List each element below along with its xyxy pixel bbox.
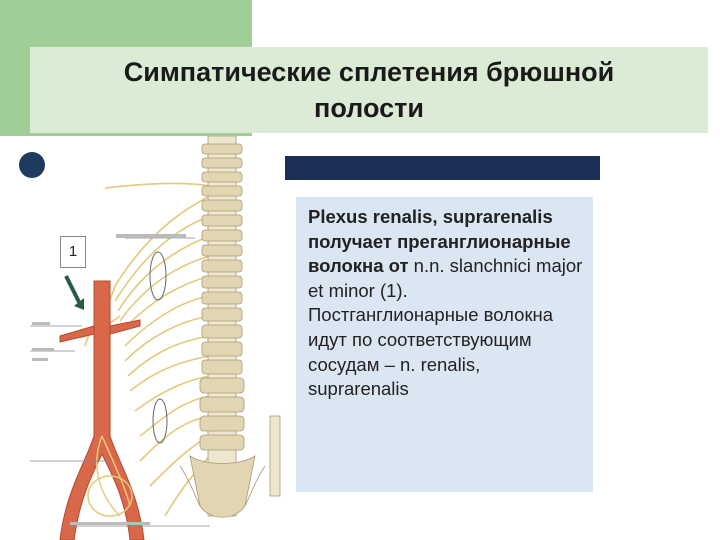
title-bar: Симпатические сплетения брюшной полости xyxy=(30,47,708,133)
anatomy-illustration xyxy=(30,136,281,540)
description-normal: n.n. slanchnici major et minor (1). Пост… xyxy=(308,255,583,400)
pointer-arrow xyxy=(64,275,82,305)
arrow-head-icon xyxy=(74,298,84,310)
ganglion-outline xyxy=(149,251,167,301)
figure-label-1: 1 xyxy=(60,236,86,268)
aorta xyxy=(59,280,145,540)
sacrum xyxy=(189,455,256,518)
header-accent-bar xyxy=(285,156,600,180)
spine xyxy=(179,136,281,518)
slide-title: Симпатические сплетения брюшной полости xyxy=(123,57,615,123)
pelvic-plexus xyxy=(87,435,133,517)
ganglion-outline xyxy=(152,398,168,444)
tiny-annotations xyxy=(32,234,186,525)
description-bold: Plexus renalis, suprarenalis получает пр… xyxy=(308,206,571,277)
bullet-dot xyxy=(19,152,45,178)
pelvic-bone xyxy=(269,415,281,497)
description-panel: Plexus renalis, suprarenalis получает пр… xyxy=(296,197,593,492)
